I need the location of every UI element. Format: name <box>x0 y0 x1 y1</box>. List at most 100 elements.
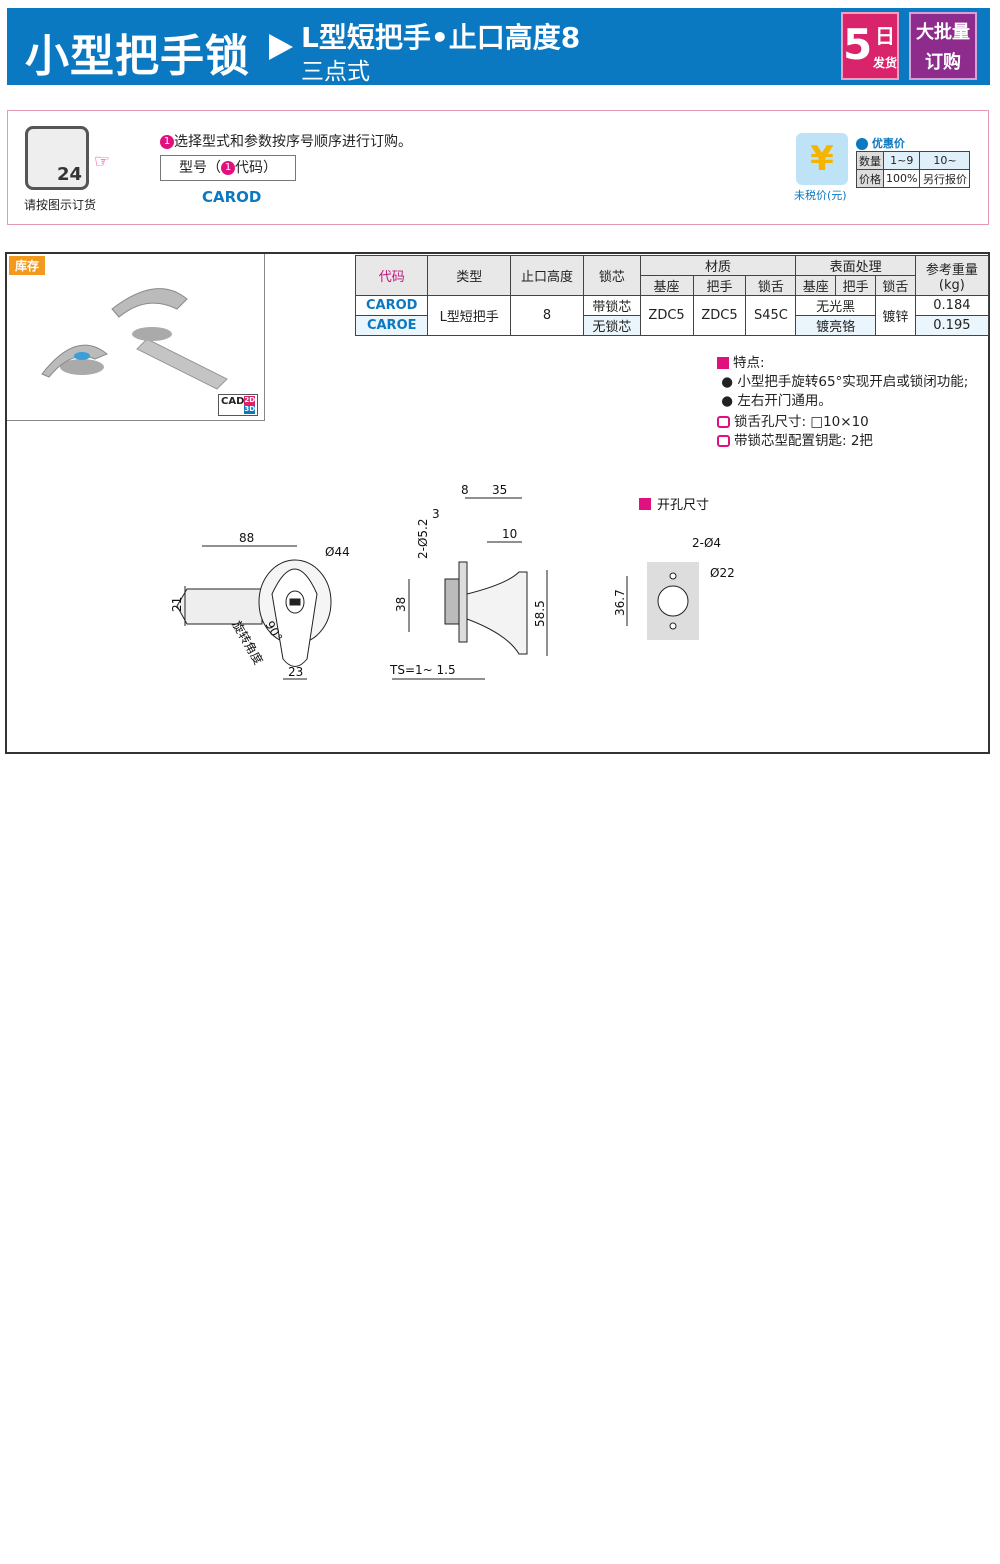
cad-2d: 2D <box>244 396 256 404</box>
code-cell[interactable]: CAROE <box>354 315 429 336</box>
weight-label: 参考重量 <box>925 262 978 278</box>
cad-3d: 3D <box>244 405 256 413</box>
front-view: 88 Ø44 21 90° 旋转角度 23 <box>170 531 350 680</box>
dim-d44: Ø44 <box>325 545 350 559</box>
instruction-text: 选择型式和参数按序号顺序进行订购。 <box>174 134 412 150</box>
type-cell: L型短把手 <box>427 295 511 336</box>
mat-base-cell: ZDC5 <box>639 295 694 336</box>
core-cell: 无锁芯 <box>583 315 641 336</box>
weight-cell: 0.195 <box>914 315 990 336</box>
note-text: 带锁芯型配置钥匙: 2把 <box>734 433 873 449</box>
surf-tongue-cell: 镀锌 <box>874 295 916 336</box>
dim-35: 35 <box>492 484 507 497</box>
dim-21: 21 <box>170 597 184 612</box>
dim-36-7: 36.7 <box>613 589 627 616</box>
core-cell: 带锁芯 <box>583 295 641 316</box>
example-code: CAROD <box>202 188 262 206</box>
header-code: 代码 <box>354 255 429 296</box>
weight-cell: 0.184 <box>914 295 990 316</box>
order-icon-label: 请按图示订货 <box>24 198 97 212</box>
header-base: 基座 <box>639 275 694 296</box>
mat-handle-cell: ZDC5 <box>692 295 747 336</box>
hole-size-title: 开孔尺寸 <box>657 498 709 513</box>
hole-view: 开孔尺寸 2-Ø4 Ø22 36.7 <box>613 498 735 640</box>
arrow-right-icon <box>269 34 293 60</box>
surface-cell: 镀亮铬 <box>795 315 876 336</box>
price-label: 未税价(元) <box>794 189 847 202</box>
surface-cell: 无光黑 <box>795 295 876 316</box>
badge-text: 日 <box>875 24 895 48</box>
code-cell[interactable]: CAROD <box>354 295 429 316</box>
cell: 10~ <box>919 151 971 170</box>
cell: 另行报价 <box>919 169 971 188</box>
discount-title: 优惠价 <box>856 135 905 151</box>
discount-title-text: 优惠价 <box>871 137 905 150</box>
header-lock-core: 锁芯 <box>583 255 641 296</box>
pointing-hand-icon: ☞ <box>94 151 111 172</box>
header-surface: 表面处理 <box>795 255 916 276</box>
stop-height-cell: 8 <box>509 295 585 336</box>
note-icon <box>717 435 730 447</box>
dim-10: 10 <box>502 527 517 541</box>
dim-d22: Ø22 <box>710 566 735 580</box>
step-number: 1 <box>221 161 235 175</box>
dim-88: 88 <box>239 531 254 545</box>
mat-tongue-cell: S45C <box>745 295 797 336</box>
header-tongue: 锁舌 <box>745 275 797 296</box>
features-title: 特点: <box>733 355 765 371</box>
dim-23: 23 <box>288 665 303 679</box>
dot-icon <box>856 138 868 150</box>
dim-38: 38 <box>394 597 408 612</box>
badge-text: 发货 <box>873 56 898 70</box>
square-bullet-icon <box>639 498 651 510</box>
square-bullet-icon <box>717 357 729 369</box>
model-label: 型号（ <box>179 160 221 176</box>
header-base: 基座 <box>795 275 837 296</box>
step-number: 1 <box>160 135 174 149</box>
five-day-delivery-badge: 5 日 发货 <box>841 12 899 80</box>
rotation-angle-label: 旋转角度 <box>229 618 266 667</box>
badge-text: 订购 <box>925 52 961 73</box>
cell: 1~9 <box>882 151 921 170</box>
header-banner: 小型把手锁 L型短把手•止口高度8 三点式 5 日 发货 大批量 订购 <box>7 8 990 85</box>
cell: 价格 <box>856 169 884 188</box>
feature-item: 左右开门通用。 <box>737 393 832 409</box>
bulk-order-badge: 大批量 订购 <box>909 12 977 80</box>
note-text: 锁舌孔尺寸: □10×10 <box>734 414 869 430</box>
code-label: 代码） <box>235 160 277 176</box>
dim-ts: TS=1~ 1.5 <box>389 663 456 677</box>
spec-table: 代码类型止口高度锁芯材质表面处理参考重量(kg) 基座把手锁舌基座把手锁舌 CA… <box>354 255 990 336</box>
header-material: 材质 <box>639 255 797 276</box>
header-handle: 把手 <box>835 275 876 296</box>
header-type: 类型 <box>427 255 511 296</box>
page-title: 小型把手锁 <box>25 31 250 82</box>
header-tongue: 锁舌 <box>874 275 916 296</box>
page-subtitle: L型短把手•止口高度8 <box>301 21 581 54</box>
phone-24h-icon: 24 <box>25 126 89 190</box>
stock-badge: 库存 <box>9 256 46 275</box>
product-image <box>41 288 228 390</box>
weight-unit: (kg) <box>938 277 965 293</box>
features: 特点: ● 小型把手旋转65°实现开启或锁闭功能; ● 左右开门通用。 锁舌孔尺… <box>717 355 969 449</box>
header-handle: 把手 <box>692 275 747 296</box>
yen-icon: ¥ <box>796 133 848 185</box>
cell: 100% <box>882 169 921 188</box>
page-subtitle-2: 三点式 <box>301 59 370 85</box>
dim-58-5: 58.5 <box>533 600 547 627</box>
cad-label: CAD <box>221 396 245 407</box>
feature-item: 小型把手旋转65°实现开启或锁闭功能; <box>737 374 969 390</box>
dim-3: 3 <box>432 507 440 521</box>
dim-2-d4: 2-Ø4 <box>692 536 721 550</box>
badge-number: 5 <box>843 20 873 69</box>
header-stop-height: 止口高度 <box>509 255 585 296</box>
